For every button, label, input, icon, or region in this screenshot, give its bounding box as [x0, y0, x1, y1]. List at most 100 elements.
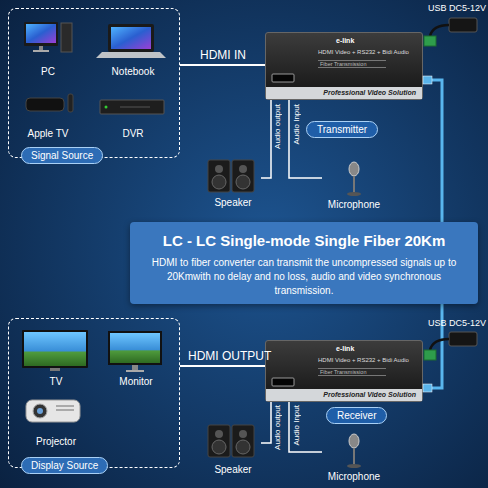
hdmi-port — [272, 74, 294, 386]
tv-icon — [22, 330, 88, 368]
device-label: DVR — [93, 128, 173, 139]
source-device: PC — [19, 19, 77, 77]
receiver-box: e-linkHDMI Video + RS232 + Bidi AudioFib… — [265, 340, 423, 402]
edge-label: Audio output — [273, 104, 282, 149]
notebook-icon — [111, 27, 151, 49]
notebook-icon — [108, 24, 154, 52]
pc-icon — [39, 46, 43, 50]
device-label: PC — [19, 66, 77, 77]
device-name-pill: Transmitter — [306, 121, 378, 138]
monitor-icon — [108, 331, 162, 365]
projector-icon — [56, 409, 74, 411]
fiber-connector — [423, 384, 432, 392]
display-group: Display SourceTVMonitorProjector — [8, 318, 180, 468]
apple-tv-icon — [26, 98, 64, 111]
microphone-icon — [347, 434, 361, 468]
power-adapter — [430, 339, 449, 350]
microphone-icon — [347, 162, 361, 196]
tv-icon — [22, 330, 88, 371]
device-caption: HDMI Video + RS232 + Bidi Audio — [318, 357, 409, 363]
power-adapter — [424, 18, 477, 360]
edge-label: HDMI OUTPUT — [188, 349, 271, 363]
dvr-icon — [100, 100, 164, 114]
device-label: Apple TV — [19, 128, 77, 139]
audio-cable — [289, 402, 322, 452]
group-pill: Display Source — [21, 457, 108, 474]
microphone-icon — [353, 448, 355, 464]
edge-label: Audio output — [273, 405, 282, 450]
device-caption: HDMI Video + RS232 + Bidi Audio — [318, 49, 409, 55]
projector-icon — [56, 405, 74, 407]
source-group: Signal SourcePCNotebookApple TVDVR — [8, 8, 180, 158]
power-adapter — [424, 350, 436, 360]
device-name-pill: Receiver — [326, 407, 387, 424]
monitor-icon — [108, 331, 162, 372]
device-caption: Fiber Transmission — [318, 368, 386, 376]
speaker-icon — [215, 165, 223, 173]
power-label: USB DC5-12V — [428, 3, 486, 13]
speaker-icon — [208, 425, 230, 457]
speaker-icon — [208, 425, 254, 457]
power-adapter — [449, 332, 477, 346]
device-label: TV — [19, 376, 93, 387]
fiber-connector — [423, 76, 432, 84]
notebook-icon — [96, 52, 166, 58]
speaker: Speaker — [205, 425, 261, 475]
source-device: Notebook — [93, 19, 173, 77]
logo-text: e-link — [336, 37, 354, 44]
microphone-icon — [347, 464, 361, 468]
power-adapter — [430, 25, 449, 36]
speaker-icon — [236, 175, 250, 189]
device-caption: Fiber Transmission — [318, 60, 386, 68]
speaker-icon — [239, 165, 247, 173]
apple-tv-icon — [68, 94, 73, 112]
device-strip-text: Professional Video Solution — [266, 87, 422, 99]
speaker-icon — [212, 175, 226, 189]
display-device: Monitor — [101, 327, 171, 387]
dvr-icon — [105, 106, 108, 109]
pc-icon — [26, 24, 56, 43]
hdmi-port — [272, 378, 294, 386]
device-label: Projector — [19, 436, 93, 447]
speaker-label: Speaker — [205, 464, 261, 475]
microphone-icon — [353, 176, 355, 192]
power-adapter — [449, 18, 477, 32]
group-pill: Signal Source — [21, 147, 103, 164]
power-label: USB DC5-12V — [428, 318, 486, 328]
microphone-icon — [347, 192, 361, 196]
apple-tv-icon — [26, 94, 73, 112]
monitor-icon — [126, 370, 144, 372]
microphone-label: Microphone — [322, 471, 386, 482]
speaker-icon — [232, 160, 254, 192]
device-label: Notebook — [93, 66, 173, 77]
info-banner: LC - LC Single-mode Single Fiber 20KmHDM… — [130, 222, 478, 304]
monitor-icon — [110, 333, 160, 363]
speaker-icon — [232, 425, 254, 457]
speaker-label: Speaker — [205, 197, 261, 208]
projector-icon — [26, 400, 80, 422]
banner-title: LC - LC Single-mode Single Fiber 20Km — [130, 232, 478, 249]
edge-label: Audio Input — [292, 104, 301, 144]
fiber-connector — [423, 76, 432, 392]
microphone-label: Microphone — [322, 199, 386, 210]
projector-icon — [26, 400, 80, 422]
audio-cable — [261, 100, 271, 178]
speaker-icon — [208, 160, 230, 192]
device-strip-text: Professional Video Solution — [266, 389, 422, 401]
speaker-icon — [236, 440, 250, 454]
pc-icon — [33, 50, 49, 52]
source-device: DVR — [93, 83, 173, 139]
display-device: Projector — [19, 393, 93, 447]
device-label: Monitor — [101, 376, 171, 387]
speaker-icon — [239, 430, 247, 438]
banner-body: HDMI to fiber converter can transmit the… — [148, 256, 460, 298]
projector-icon — [33, 404, 47, 418]
tv-icon — [50, 368, 60, 371]
notebook-icon — [96, 24, 166, 58]
